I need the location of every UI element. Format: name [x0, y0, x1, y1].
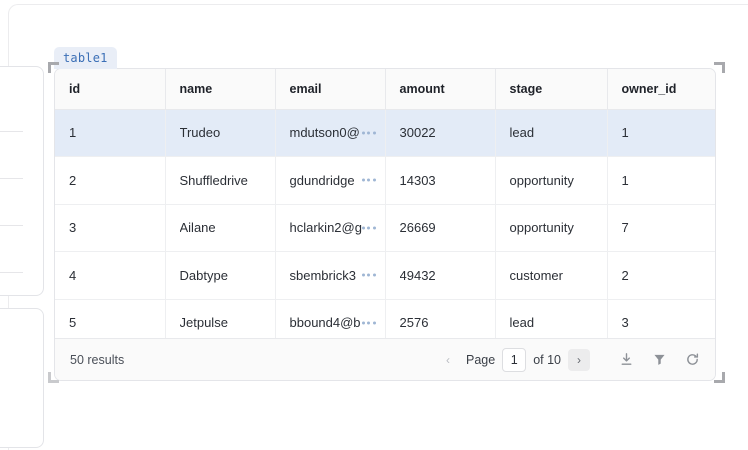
cell-expand-icon[interactable]	[361, 321, 376, 325]
column-header-amount[interactable]: amount	[385, 69, 496, 110]
cell-stage[interactable]: opportunity	[495, 156, 608, 205]
cell-value: 7	[621, 220, 629, 236]
column-header-owner_id[interactable]: owner_id	[607, 69, 715, 110]
cell-value: 30022	[399, 125, 436, 141]
cell-name[interactable]: Trudeo	[165, 109, 276, 157]
cell-owner_id[interactable]: 7	[607, 204, 715, 252]
cell-id[interactable]: 4	[55, 251, 166, 300]
cell-owner_id[interactable]: 1	[607, 156, 715, 205]
left-panel-card-upper[interactable]	[0, 66, 44, 296]
cell-value: customer	[509, 267, 563, 283]
column-header-id[interactable]: id	[55, 69, 166, 110]
cell-value: Shuffledrive	[179, 172, 248, 188]
next-page-button[interactable]: ›	[568, 348, 590, 371]
cell-expand-icon[interactable]	[361, 178, 376, 182]
cell-amount[interactable]: 49432	[385, 251, 496, 300]
cell-expand-icon[interactable]	[361, 226, 376, 230]
table-row[interactable]: 2 Shuffledrive gdundridge 14303 opportunity 1	[55, 156, 715, 205]
cell-name[interactable]: Ailane	[165, 204, 276, 252]
column-header-email[interactable]: email	[275, 69, 386, 110]
table-name-label: table1	[63, 51, 108, 65]
cell-value: mdutson0@	[289, 125, 360, 141]
cell-value: 4	[69, 267, 77, 283]
table-name-tab[interactable]: table1	[54, 47, 117, 69]
cell-value: 49432	[399, 267, 436, 283]
cell-value: lead	[509, 315, 535, 331]
cell-email[interactable]: gdundridge	[275, 156, 386, 205]
table-row[interactable]: 3 Ailane hclarkin2@g 26669 opportunity 7	[55, 204, 715, 252]
cell-stage[interactable]: lead	[495, 109, 608, 157]
cell-value: opportunity	[509, 220, 574, 236]
table-body: 1 Trudeo mdutson0@ 30022 lead 1 2 Shuffledrive g…	[55, 109, 715, 347]
table-row[interactable]: 1 Trudeo mdutson0@ 30022 lead 1	[55, 109, 715, 157]
cell-value: Dabtype	[179, 267, 228, 283]
cell-value: 1	[69, 125, 77, 141]
cell-value: hclarkin2@g	[289, 220, 362, 236]
cell-amount[interactable]: 14303	[385, 156, 496, 205]
cell-value: 3	[69, 220, 77, 236]
cell-email[interactable]: sbembrick3	[275, 251, 386, 300]
cell-amount[interactable]: 30022	[385, 109, 496, 157]
cell-value: Jetpulse	[179, 315, 228, 331]
cell-owner_id[interactable]: 1	[607, 109, 715, 157]
refresh-icon[interactable]	[684, 352, 700, 368]
selection-handle-top-left[interactable]	[48, 62, 59, 73]
cell-value: 2	[69, 172, 77, 188]
selection-handle-top-right[interactable]	[714, 62, 725, 73]
cell-value: sbembrick3	[289, 267, 356, 283]
cell-value: opportunity	[509, 172, 574, 188]
table-row[interactable]: 4 Dabtype sbembrick3 49432 customer 2	[55, 251, 715, 300]
page-number-input[interactable]	[502, 347, 527, 372]
previous-page-button[interactable]: ‹	[437, 349, 459, 371]
table-footer: 50 results ‹ Page of 10 ›	[55, 338, 715, 380]
page-label: Page	[465, 352, 496, 367]
cell-expand-icon[interactable]	[361, 273, 376, 277]
cell-name[interactable]: Dabtype	[165, 251, 276, 300]
cell-value: 26669	[399, 220, 436, 236]
cell-stage[interactable]: opportunity	[495, 204, 608, 252]
filter-icon[interactable]	[651, 352, 667, 368]
cell-value: 5	[69, 315, 77, 331]
cell-value: 2	[621, 267, 629, 283]
cell-value: 2576	[399, 315, 429, 331]
cell-value: Trudeo	[179, 125, 221, 141]
cell-expand-icon[interactable]	[361, 131, 376, 135]
cell-id[interactable]: 1	[55, 109, 166, 157]
selection-handle-bottom-right[interactable]	[714, 372, 725, 383]
left-panel-stack	[0, 66, 44, 450]
page-total-label: of 10	[533, 352, 561, 367]
column-header-name[interactable]: name	[165, 69, 276, 110]
cell-value: 14303	[399, 172, 436, 188]
selection-handle-bottom-left[interactable]	[48, 372, 59, 383]
cell-value: bbound4@b	[289, 315, 361, 331]
download-icon[interactable]	[618, 352, 634, 368]
cell-stage[interactable]: customer	[495, 251, 608, 300]
left-panel-card-lower[interactable]	[0, 308, 44, 448]
cell-amount[interactable]: 26669	[385, 204, 496, 252]
cell-value: 1	[621, 172, 629, 188]
cell-name[interactable]: Shuffledrive	[165, 156, 276, 205]
cell-id[interactable]: 2	[55, 156, 166, 205]
footer-action-buttons	[618, 352, 703, 368]
cell-value: 1	[621, 125, 629, 141]
results-count: 50 results	[70, 352, 125, 367]
cell-email[interactable]: mdutson0@	[275, 109, 386, 157]
cell-value: 3	[621, 315, 629, 331]
cell-value: Ailane	[179, 220, 216, 236]
column-header-stage[interactable]: stage	[495, 69, 608, 110]
cell-value: lead	[509, 125, 535, 141]
pagination-controls: ‹ Page of 10 ›	[437, 347, 590, 372]
cell-owner_id[interactable]: 2	[607, 251, 715, 300]
cell-value: gdundridge	[289, 172, 355, 188]
cell-email[interactable]: hclarkin2@g	[275, 204, 386, 252]
cell-id[interactable]: 3	[55, 204, 166, 252]
